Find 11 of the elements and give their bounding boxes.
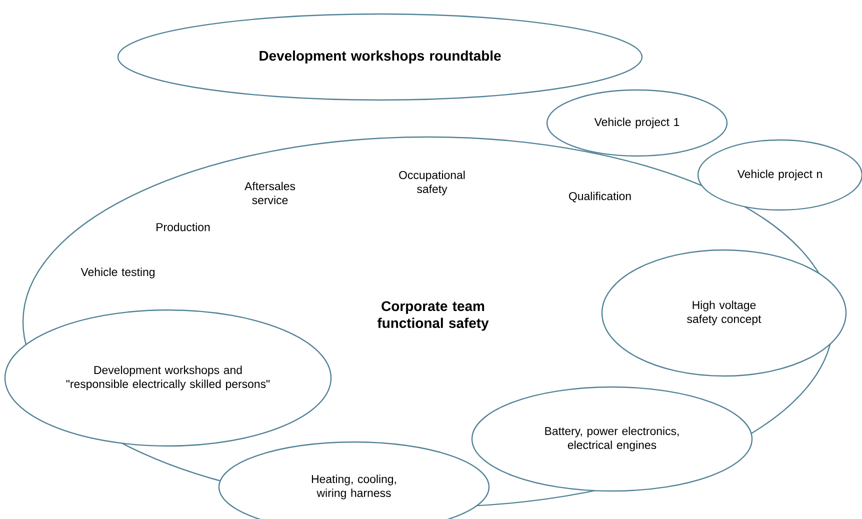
ellipse-node: Vehicle project 1 [546,89,728,157]
text-label: Occupational safety [399,170,465,196]
node-label: High voltage safety concept [687,300,762,326]
text-label: Qualification [569,192,631,202]
ellipse-node: Heating, cooling, wiring harness [218,441,490,519]
node-label: Vehicle project n [737,170,822,180]
ellipse-node: Vehicle project n [697,139,862,211]
text-label: Aftersales service [244,182,296,204]
text-label: Vehicle testing [80,268,154,278]
text-label: Production [156,222,210,232]
node-label: Heating, cooling, wiring harness [312,474,396,500]
